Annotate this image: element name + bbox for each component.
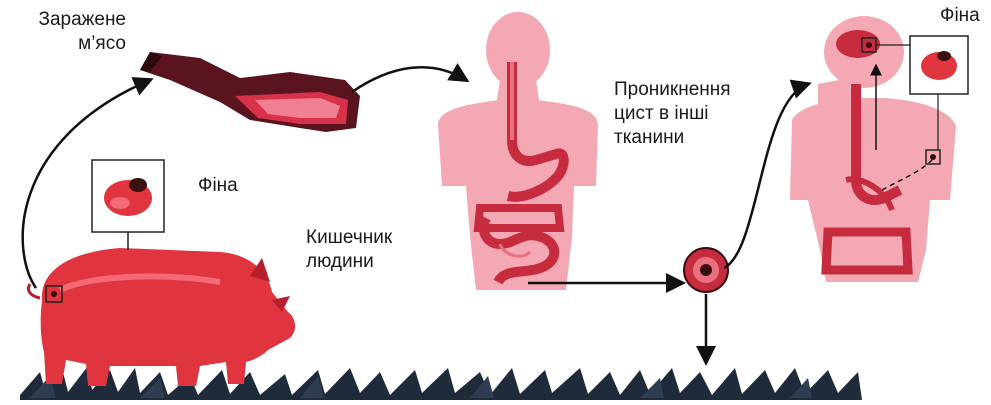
pig-illustration [28, 248, 295, 386]
label-human-intestine: Кишечник людини [306, 226, 392, 274]
label-fina-pig: Фіна [198, 174, 238, 198]
human-intestine-illustration [438, 12, 598, 290]
grass [20, 366, 862, 400]
infected-meat-illustration [140, 52, 360, 132]
label-infected-meat: Заражене м’ясо [6, 8, 126, 56]
pig-cyst-inset [92, 160, 164, 250]
label-fina-head: Фіна [940, 4, 980, 28]
label-cyst-penetration: Проникнення цист в інші тканини [614, 78, 731, 150]
cyst-circle [684, 248, 728, 292]
